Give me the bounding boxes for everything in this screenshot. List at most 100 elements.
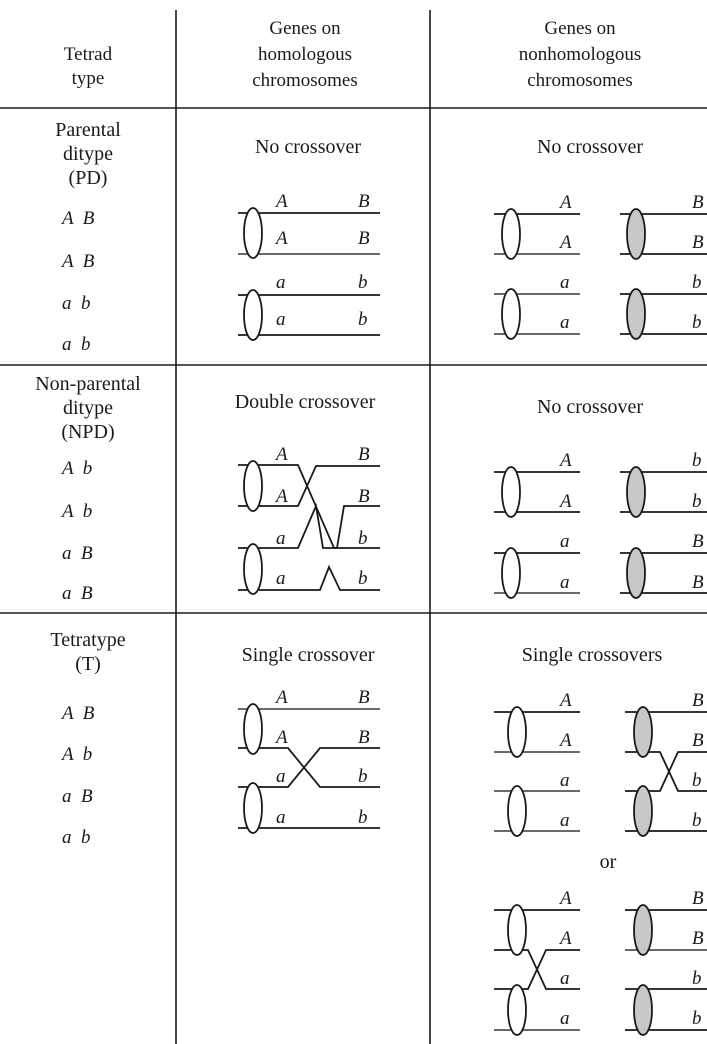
gene-label: b <box>692 312 702 333</box>
gene-label: A <box>558 450 572 471</box>
row-parental-ditype: Parental ditype (PD) A B A B a b a b No … <box>55 119 707 355</box>
gene-label: A <box>274 727 288 748</box>
t-homologous-label: Single crossover <box>242 644 375 666</box>
t-nonhomologous-label: Single crossovers <box>522 644 663 666</box>
centromere-shaded-icon <box>633 706 653 758</box>
header-tetrad-type: Tetrad type <box>64 44 113 89</box>
centromere-icon <box>507 904 527 956</box>
centromere-shaded-icon <box>626 547 646 599</box>
t-type-line2: (T) <box>75 653 101 675</box>
gene-label: B <box>358 228 370 249</box>
pd-genotype-2: A B <box>60 251 95 272</box>
centromere-shaded-icon <box>626 288 646 340</box>
gene-label: B <box>692 730 704 751</box>
npd-type-line1: Non-parental <box>35 373 141 395</box>
gene-label: B <box>692 888 704 909</box>
centromere-shaded-icon <box>633 984 653 1036</box>
gene-label: a <box>560 312 570 333</box>
t-genotype-3: a B <box>62 786 93 807</box>
pd-nonhomologous-chromosomes: A B A B a b a b <box>494 192 707 340</box>
centromere-icon <box>243 460 263 512</box>
t-genotype-1: A B <box>60 703 95 724</box>
centromere-icon <box>507 984 527 1036</box>
centromere-icon <box>243 289 263 341</box>
npd-type-line3: (NPD) <box>61 421 114 443</box>
centromere-icon <box>243 703 263 755</box>
gene-label: B <box>358 486 370 507</box>
gene-label: A <box>558 928 572 949</box>
pd-genotype-3: a b <box>62 293 91 314</box>
gene-label: b <box>692 450 702 471</box>
gene-label: A <box>274 228 288 249</box>
pd-genotype-1: A B <box>60 208 95 229</box>
gene-label: b <box>358 309 368 330</box>
gene-label: b <box>692 491 702 512</box>
npd-genotype-1: A b <box>60 458 92 479</box>
gene-label: A <box>558 888 572 909</box>
centromere-icon <box>501 466 521 518</box>
gene-label: b <box>692 770 702 791</box>
gene-label: a <box>276 766 286 787</box>
gene-label: A <box>274 444 288 465</box>
header-col3-line3: chromosomes <box>527 70 633 91</box>
gene-label: A <box>558 730 572 751</box>
centromere-icon <box>507 706 527 758</box>
gene-label: B <box>358 687 370 708</box>
gene-label: A <box>274 191 288 212</box>
t-homologous-chromosomes: A B A B a b a b <box>238 687 380 834</box>
npd-homologous-label: Double crossover <box>235 391 376 413</box>
npd-genotype-3: a B <box>62 543 93 564</box>
npd-type-line2: ditype <box>63 397 113 419</box>
gene-label: b <box>358 568 368 589</box>
pd-type-line3: (PD) <box>69 167 108 189</box>
header-col1-line2: type <box>72 68 105 89</box>
gene-label: B <box>692 690 704 711</box>
pd-homologous-label: No crossover <box>255 136 361 158</box>
gene-label: b <box>358 528 368 549</box>
centromere-shaded-icon <box>626 466 646 518</box>
gene-label: A <box>274 687 288 708</box>
header-col2-line2: homologous <box>258 44 352 65</box>
centromere-icon <box>243 543 263 595</box>
gene-label: a <box>276 807 286 828</box>
gene-label: A <box>558 690 572 711</box>
t-nonhomologous-option-2: A B A B a b a b <box>494 888 707 1036</box>
gene-label: b <box>692 968 702 989</box>
header-col2-line3: chromosomes <box>252 70 358 91</box>
centromere-shaded-icon <box>626 208 646 260</box>
t-genotype-4: a b <box>62 827 91 848</box>
gene-label: a <box>276 309 286 330</box>
gene-label: B <box>692 531 704 552</box>
gene-label: a <box>276 568 286 589</box>
centromere-icon <box>501 547 521 599</box>
gene-label: a <box>560 1008 570 1029</box>
header-nonhomologous: Genes on nonhomologous chromosomes <box>519 18 641 91</box>
header-col3-line2: nonhomologous <box>519 44 641 65</box>
centromere-icon <box>507 785 527 837</box>
t-type-line1: Tetratype <box>50 629 125 651</box>
centromere-icon <box>243 207 263 259</box>
gene-label: b <box>692 810 702 831</box>
npd-nonhomologous-chromosomes: A b A b a B a B <box>494 450 707 599</box>
gene-label: B <box>692 928 704 949</box>
npd-genotype-4: a B <box>62 583 93 604</box>
centromere-icon <box>501 288 521 340</box>
npd-nonhomologous-label: No crossover <box>537 396 643 418</box>
gene-label: B <box>692 232 704 253</box>
gene-label: B <box>692 572 704 593</box>
gene-label: a <box>560 572 570 593</box>
gene-label: a <box>560 968 570 989</box>
gene-label: a <box>560 272 570 293</box>
gene-label: A <box>558 192 572 213</box>
pd-type-line2: ditype <box>63 143 113 165</box>
gene-label: a <box>276 528 286 549</box>
gene-label: A <box>274 486 288 507</box>
gene-label: b <box>692 272 702 293</box>
centromere-icon <box>501 208 521 260</box>
gene-label: b <box>358 272 368 293</box>
gene-label: B <box>358 444 370 465</box>
centromere-icon <box>243 782 263 834</box>
row-tetratype: Tetratype (T) A B A b a B a b Single cro… <box>50 629 707 1036</box>
npd-homologous-chromosomes: A B A B a b a b <box>238 444 380 595</box>
